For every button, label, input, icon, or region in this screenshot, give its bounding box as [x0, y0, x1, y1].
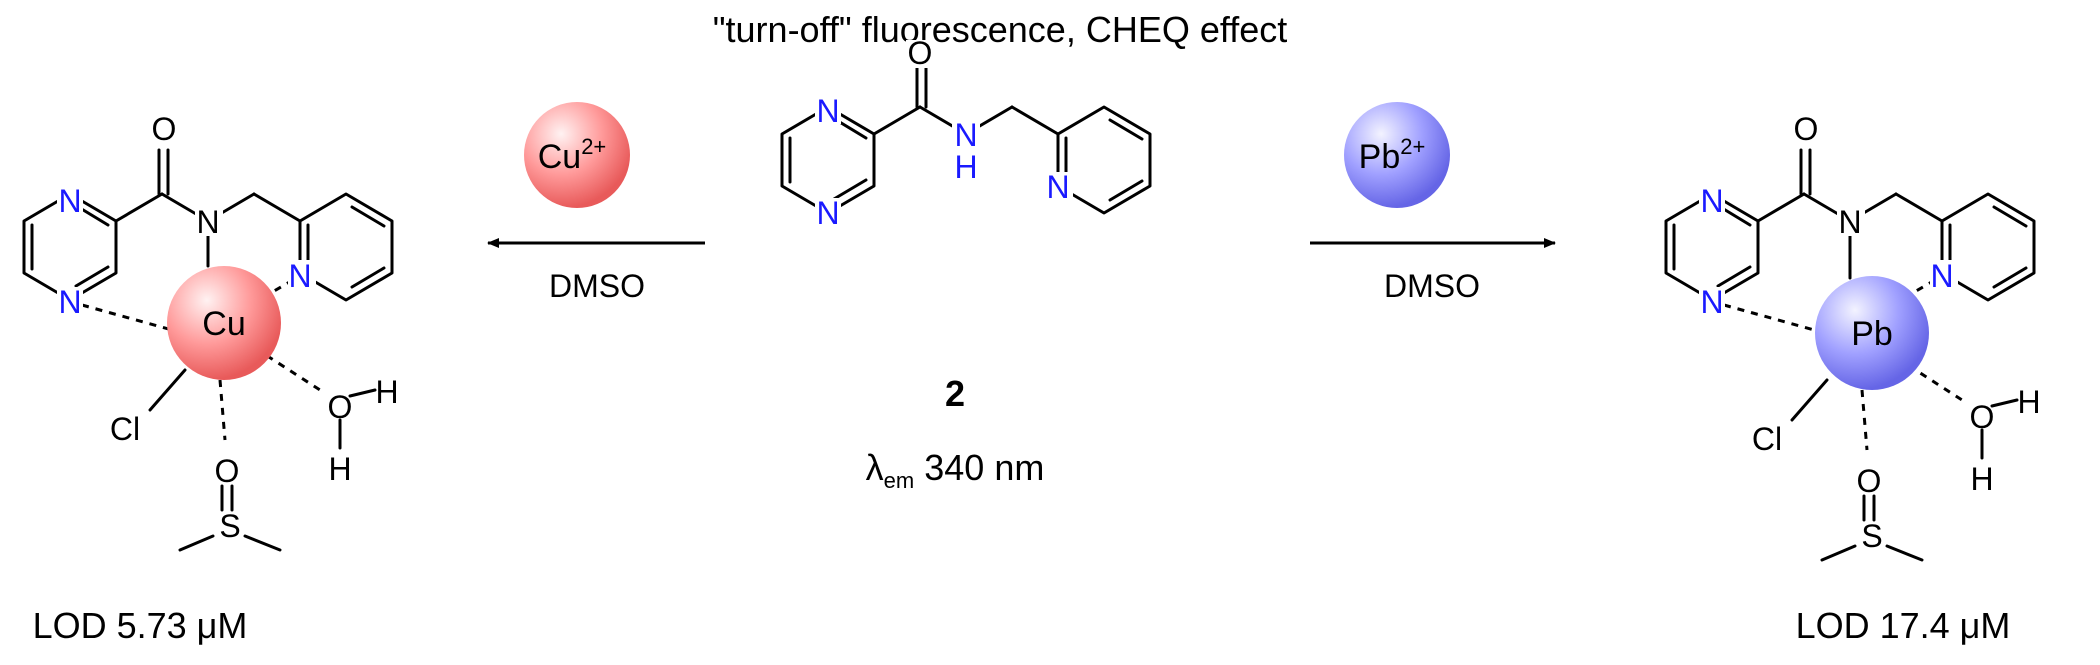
scheme-title: "turn-off" fluorescence, CHEQ effect: [713, 9, 1288, 50]
cu-water-o: O: [328, 389, 353, 425]
cu-pyrazine-n-top: N: [58, 183, 81, 219]
pb-metal-label: Pb: [1851, 315, 1893, 353]
solvent-label-left: DMSO: [549, 268, 645, 304]
cu-carbonyl-o: O: [152, 111, 177, 147]
pb-pyrazine-n-top: N: [1700, 183, 1723, 219]
pyridine-n: N: [1046, 169, 1069, 205]
solvent-label-right: DMSO: [1384, 268, 1480, 304]
cu-ion-sphere: [524, 102, 630, 208]
cu-water-h2: H: [328, 451, 351, 487]
pb-ion-label: Pb2+: [1359, 134, 1426, 176]
cu-dmso-s: S: [219, 508, 240, 544]
pb-pyridine-n: N: [1930, 258, 1953, 294]
cu-amide-n: N: [196, 204, 219, 240]
cu-pyridine-n: N: [288, 258, 311, 294]
pb-pyrazine-n-bottom: N: [1700, 284, 1723, 320]
pb-ion-sphere: [1344, 102, 1450, 208]
cu-chloride: Cl: [110, 411, 140, 447]
cu-metal-center: [167, 266, 281, 380]
pb-chloride: Cl: [1752, 421, 1782, 457]
cu-dmso-o: O: [215, 453, 240, 489]
pb-amide-n: N: [1838, 204, 1861, 240]
cu-lod: LOD 5.73 μM: [33, 605, 248, 646]
compound-2-structure: N N O N H N: [780, 35, 1152, 231]
pyrazine-n-top: N: [816, 93, 839, 129]
pb-water-h2: H: [1970, 461, 1993, 497]
pb-dmso-s: S: [1861, 518, 1882, 554]
pb-lod: LOD 17.4 μM: [1796, 605, 2011, 646]
cu-pyrazine-n-bottom: N: [58, 284, 81, 320]
amide-h: H: [954, 149, 977, 185]
pb-water-o: O: [1970, 399, 1995, 435]
cu-ion-label: Cu2+: [538, 134, 607, 176]
pb-metal-center: [1815, 276, 1929, 390]
cu-metal-label: Cu: [202, 305, 245, 343]
pb-dmso-o: O: [1857, 463, 1882, 499]
pb-water-h1: H: [2017, 384, 2040, 420]
carbonyl-o: O: [908, 35, 933, 71]
amide-n: N: [954, 117, 977, 153]
pb-carbonyl-o: O: [1794, 111, 1819, 147]
pyrazine-n-bottom: N: [816, 195, 839, 231]
compound-number: 2: [945, 373, 965, 414]
emission-label: λem 340 nm: [866, 447, 1045, 493]
cu-water-h1: H: [375, 374, 398, 410]
